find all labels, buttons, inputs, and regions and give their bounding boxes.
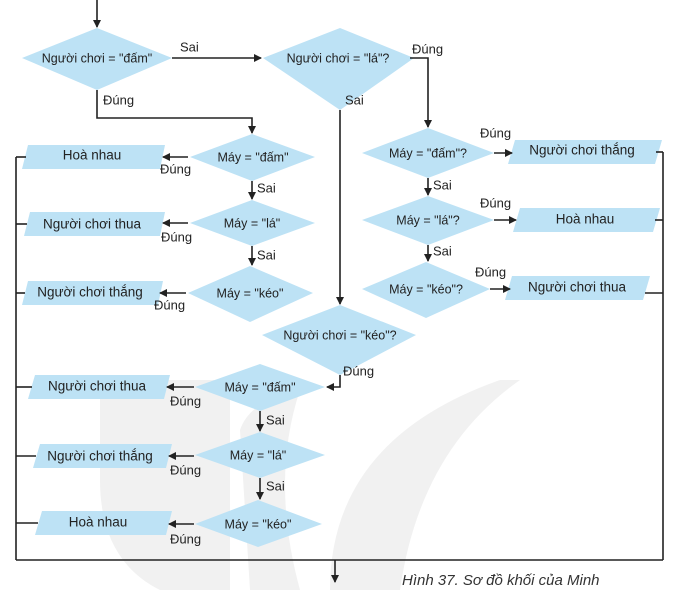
label-dung: Đúng — [480, 195, 511, 210]
connectors — [15, 0, 664, 583]
output-b3: Người chơi thua — [505, 276, 650, 300]
decision-text: Người chơi = "kéo"? — [283, 328, 396, 342]
label-sai: Sai — [345, 92, 364, 107]
decision-player-dam: Người chơi = "đấm" — [22, 28, 172, 90]
output-text: Người chơi thắng — [47, 449, 153, 464]
output-text: Hoà nhau — [556, 212, 615, 227]
decision-text: Máy = "lá" — [230, 448, 286, 462]
output-text: Người chơi thua — [528, 280, 627, 295]
output-a2: Người chơi thua — [24, 212, 165, 236]
decision-text: Máy = "đấm"? — [389, 146, 467, 160]
decision-text: Máy = "lá"? — [396, 213, 459, 227]
output-text: Người chơi thua — [48, 379, 147, 394]
decision-text: Người chơi = "đấm" — [42, 51, 152, 65]
output-text: Người chơi thắng — [529, 143, 635, 158]
label-dung: Đúng — [170, 393, 201, 408]
label-sai: Sai — [433, 243, 452, 258]
decision-player-la: Người chơi = "lá"? — [263, 28, 414, 110]
decision-text: Máy = "đấm" — [224, 380, 295, 394]
label-dung: Đúng — [103, 92, 134, 107]
label-dung: Đúng — [475, 264, 506, 279]
label-dung: Đúng — [343, 363, 374, 378]
output-text: Hoà nhau — [63, 148, 122, 163]
figure-caption: Hình 37. Sơ đồ khối của Minh — [402, 572, 600, 589]
decision-a-may-dam: Máy = "đấm" — [190, 134, 315, 181]
output-b1: Người chơi thắng — [508, 140, 662, 164]
output-b2: Hoà nhau — [513, 208, 660, 232]
decision-c-may-la: Máy = "lá" — [195, 432, 325, 478]
decision-b-may-dam: Máy = "đấm"? — [362, 128, 494, 178]
output-text: Người chơi thua — [43, 217, 142, 232]
decision-player-keo: Người chơi = "kéo"? — [262, 305, 416, 375]
decision-text: Máy = "kéo" — [217, 286, 284, 300]
decision-a-may-keo: Máy = "kéo" — [188, 266, 313, 322]
output-c1: Người chơi thua — [28, 375, 170, 399]
label-sai: Sai — [257, 180, 276, 195]
label-dung: Đúng — [412, 41, 443, 56]
decision-a-may-la: Máy = "lá" — [190, 200, 315, 246]
output-a1: Hoà nhau — [22, 145, 165, 169]
output-text: Hoà nhau — [69, 515, 128, 530]
label-dung: Đúng — [161, 229, 192, 244]
decision-c-may-keo: Máy = "kéo" — [195, 500, 322, 547]
label-sai: Sai — [433, 177, 452, 192]
label-dung: Đúng — [160, 161, 191, 176]
output-a3: Người chơi thắng — [22, 281, 163, 305]
decision-text: Máy = "đấm" — [217, 150, 288, 164]
decision-c-may-dam: Máy = "đấm" — [195, 364, 325, 411]
decision-text: Người chơi = "lá"? — [287, 51, 390, 65]
decision-text: Máy = "kéo"? — [389, 282, 463, 296]
label-sai: Sai — [266, 412, 285, 427]
output-c3: Hoà nhau — [35, 511, 172, 535]
label-dung: Đúng — [170, 462, 201, 477]
edge-labels: Sai Đúng Đúng Sai Đúng Sai Đúng Sai Đúng… — [103, 39, 511, 546]
label-sai: Sai — [257, 247, 276, 262]
decision-b-may-keo: Máy = "kéo"? — [362, 262, 490, 318]
label-sai: Sai — [266, 478, 285, 493]
decision-b-may-la: Máy = "lá"? — [362, 196, 494, 245]
label-dung: Đúng — [170, 531, 201, 546]
output-c2: Người chơi thắng — [33, 444, 172, 468]
label-dung: Đúng — [154, 297, 185, 312]
decision-text: Máy = "lá" — [224, 216, 280, 230]
output-text: Người chơi thắng — [37, 285, 143, 300]
watermark-logo — [100, 380, 520, 590]
label-sai: Sai — [180, 39, 199, 54]
label-dung: Đúng — [480, 125, 511, 140]
decision-text: Máy = "kéo" — [225, 517, 292, 531]
